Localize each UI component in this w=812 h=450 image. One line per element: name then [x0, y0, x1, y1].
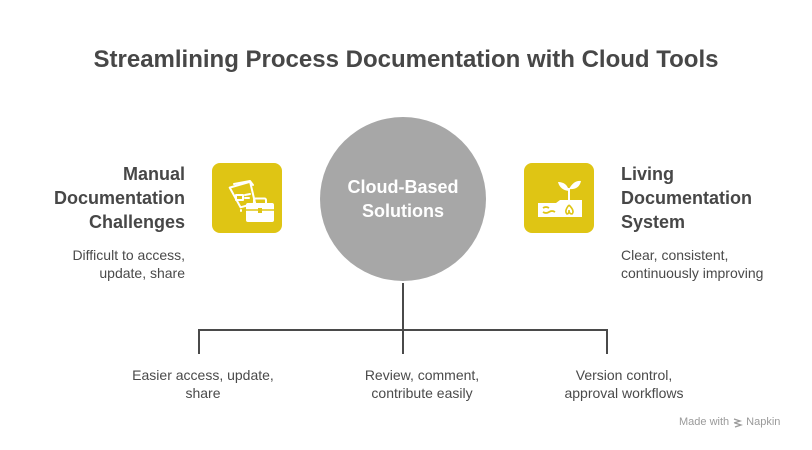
branch-label-line: contribute easily — [371, 385, 473, 401]
sprout-soil-icon — [538, 180, 582, 217]
left-title-line: Challenges — [88, 212, 185, 232]
watermark-prefix: Made with — [679, 416, 730, 428]
left-title-line: Manual — [122, 164, 185, 184]
right-desc-line: Clear, consistent, — [621, 247, 729, 263]
right-description: Clear, consistent, continuously improvin… — [621, 246, 763, 282]
branch-label-line: Easier access, update, — [132, 367, 274, 383]
center-label: Cloud-Based Solutions — [347, 177, 459, 221]
napkin-logo-icon — [733, 417, 744, 428]
right-title-line: Living — [621, 164, 674, 184]
left-desc-line: update, share — [99, 265, 185, 281]
documents-briefcase-icon — [228, 180, 274, 222]
right-icon-box — [524, 163, 594, 233]
center-circle: Cloud-Based Solutions — [320, 117, 486, 281]
left-title: Manual Documentation Challenges — [54, 162, 185, 234]
branch-label-line: approval workflows — [564, 385, 684, 401]
branch-label-line: Review, comment, — [364, 367, 480, 383]
right-title-line: System — [621, 212, 686, 232]
branch-label-line: share — [185, 385, 221, 401]
left-title-line: Documentation — [53, 188, 185, 208]
diagram-title: Streamlining Process Documentation with … — [93, 46, 719, 73]
branch-label-review: Review, comment, contribute easily — [332, 366, 512, 402]
left-desc-line: Difficult to access, — [72, 247, 185, 263]
left-icon-box — [212, 163, 282, 233]
right-title-line: Documentation — [621, 188, 753, 208]
branch-label-line: Version control, — [575, 367, 673, 383]
right-desc-line: continuously improving — [621, 265, 764, 281]
left-description: Difficult to access, update, share — [72, 246, 185, 282]
napkin-watermark[interactable]: Made with Napkin — [679, 416, 780, 428]
branch-label-version: Version control, approval workflows — [534, 366, 714, 402]
watermark-brand: Napkin — [746, 416, 781, 428]
branch-label-access: Easier access, update, share — [113, 366, 293, 402]
right-title: Living Documentation System — [621, 162, 752, 234]
